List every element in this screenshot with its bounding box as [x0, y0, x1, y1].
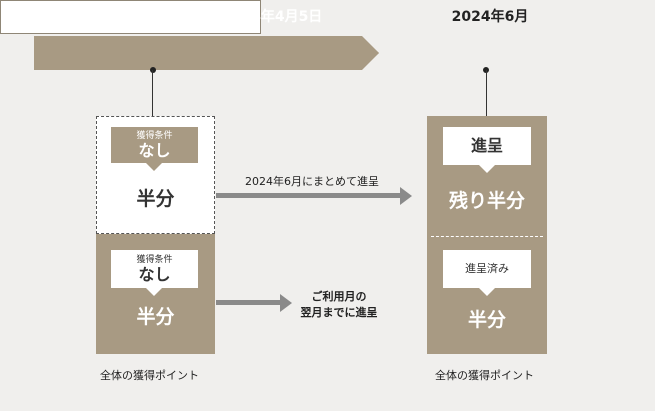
right-bottom-label-tag: 進呈済み	[443, 250, 531, 288]
period-connector	[152, 70, 153, 116]
grant-label: 進呈	[470, 136, 503, 155]
right-bottom-tag-notch	[479, 288, 495, 296]
right-top-tag-notch	[479, 165, 495, 173]
condition-label: 獲得条件	[136, 255, 173, 265]
granted-label: 進呈済み	[465, 262, 509, 275]
left-bottom-amount: 半分	[136, 306, 175, 328]
period-banner-shape	[34, 36, 379, 70]
left-top-tag-notch	[146, 163, 162, 171]
upper-arrowhead-icon	[400, 187, 412, 205]
lower-arrowhead-icon	[280, 294, 292, 312]
left-top-amount: 半分	[136, 188, 175, 210]
target-month-banner	[0, 0, 261, 34]
banner-chevron	[360, 36, 379, 70]
condition-value: なし	[138, 141, 171, 160]
condition-label: 獲得条件	[136, 131, 173, 141]
lower-arrow-label-line1: ご利用月の	[311, 290, 367, 303]
lower-arrow-label-line2: 翌月までに進呈	[300, 306, 378, 319]
right-caption: 全体の獲得ポイント	[435, 369, 534, 382]
right-divider	[431, 236, 543, 237]
period-label: 2023年11月6日〜2024年4月5日	[97, 9, 323, 25]
target-month-label: 2024年6月	[451, 9, 529, 25]
upper-arrow-label: 2024年6月にまとめて進呈	[245, 175, 379, 188]
right-top-amount: 残り半分	[448, 190, 525, 212]
lower-arrow-shaft	[216, 300, 280, 305]
period-dot	[150, 67, 156, 73]
condition-value: なし	[138, 265, 171, 284]
left-bottom-tag-notch	[146, 288, 162, 296]
right-bottom-amount: 半分	[467, 309, 506, 331]
left-bottom-condition-tag: 獲得条件 なし	[111, 250, 198, 288]
target-connector	[486, 70, 487, 116]
left-caption: 全体の獲得ポイント	[100, 369, 199, 382]
upper-arrow-shaft	[216, 193, 400, 198]
left-top-condition-tag: 獲得条件 なし	[111, 127, 198, 163]
right-top-label-tag: 進呈	[443, 127, 531, 165]
lower-arrow-label: ご利用月の 翌月までに進呈	[295, 289, 383, 321]
